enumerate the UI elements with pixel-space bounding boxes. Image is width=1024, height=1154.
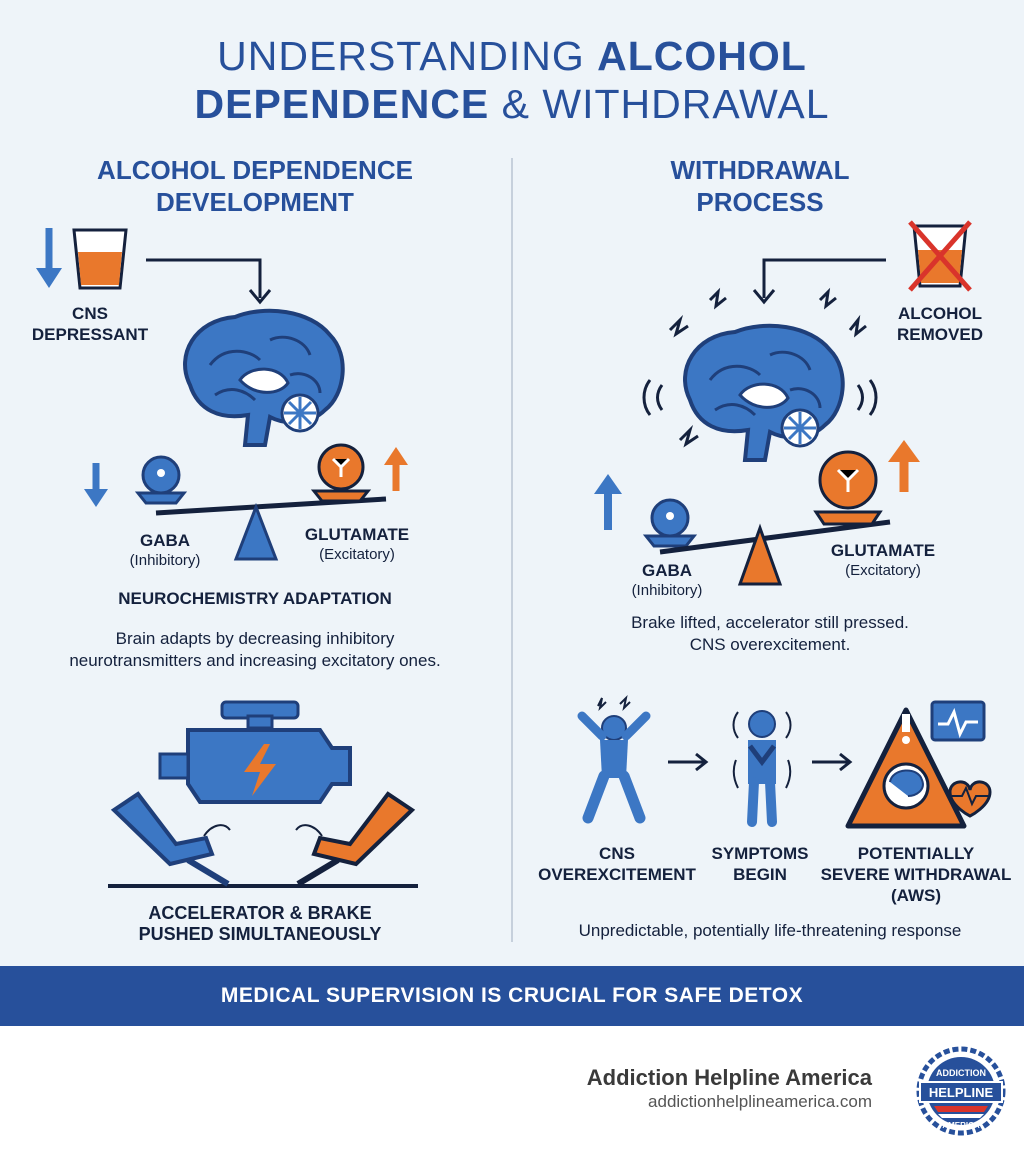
brand-url[interactable]: addictionhelplineamerica.com xyxy=(648,1092,872,1111)
medical-supervision-banner: MEDICAL SUPERVISION IS CRUCIAL FOR SAFE … xyxy=(0,966,1024,1026)
step-symptoms-begin: SYMPTOMS BEGIN xyxy=(711,844,809,884)
glass-icon xyxy=(72,228,128,290)
seat-icon xyxy=(110,791,215,867)
brand-name: Addiction Helpline America xyxy=(586,1065,872,1090)
page-title: UNDERSTANDING ALCOHOL DEPENDENCE & WITHD… xyxy=(194,33,830,127)
response-text: Unpredictable, potentially life-threaten… xyxy=(578,921,962,940)
alcohol-removed-label: ALCOHOL REMOVED xyxy=(897,304,983,344)
adaptation-title: NEUROCHEMISTRY ADAPTATION xyxy=(118,589,392,608)
flow-arrow xyxy=(146,258,272,305)
brand-logo-badge: ADDICTION HELPLINE AMERICA xyxy=(916,1046,1006,1136)
pedals-illustration xyxy=(108,791,418,888)
left-gaba-label: GABA (Inhibitory) xyxy=(129,531,201,569)
svg-text:ADDICTION: ADDICTION xyxy=(936,1068,986,1078)
svg-text:AMERICA: AMERICA xyxy=(942,1121,980,1130)
svg-text:HELPLINE: HELPLINE xyxy=(929,1085,994,1100)
balance-scale-right xyxy=(594,440,920,586)
left-heading: ALCOHOL DEPENDENCE DEVELOPMENT xyxy=(97,155,413,217)
right-glutamate-label: GLUTAMATE (Excitatory) xyxy=(830,541,936,579)
right-heading: WITHDRAWAL PROCESS xyxy=(670,155,850,217)
brain-icon-agitated xyxy=(642,287,878,462)
column-divider xyxy=(511,158,513,942)
balance-scale xyxy=(84,443,408,561)
progress-arrow xyxy=(668,752,709,772)
crossed-glass-icon xyxy=(908,220,972,292)
warning-icon xyxy=(845,700,992,829)
flow-arrow-right xyxy=(752,258,886,305)
brain-icon xyxy=(183,308,345,447)
footer xyxy=(0,1026,1024,1154)
engine-icon xyxy=(158,700,352,804)
adaptation-text: Brain adapts by decreasing inhibitory ne… xyxy=(69,629,441,670)
cns-depressant-label: CNS DEPRESSANT xyxy=(31,304,149,344)
right-gaba-label: GABA (Inhibitory) xyxy=(631,561,703,599)
down-arrow-icon xyxy=(36,228,62,288)
step-cns-overexcitement: CNS OVEREXCITEMENT xyxy=(538,844,696,884)
pedals-label: ACCELERATOR & BRAKE PUSHED SIMULTANEOUSL… xyxy=(138,903,382,944)
person-symptoms-icon xyxy=(732,710,792,827)
left-glutamate-label: GLUTAMATE (Excitatory) xyxy=(304,525,410,563)
brake-text: Brake lifted, accelerator still pressed.… xyxy=(631,613,909,654)
step-severe-withdrawal: POTENTIALLY SEVERE WITHDRAWAL (AWS) xyxy=(820,844,1012,905)
progress-arrow-2 xyxy=(812,752,853,772)
person-icon xyxy=(577,694,651,824)
